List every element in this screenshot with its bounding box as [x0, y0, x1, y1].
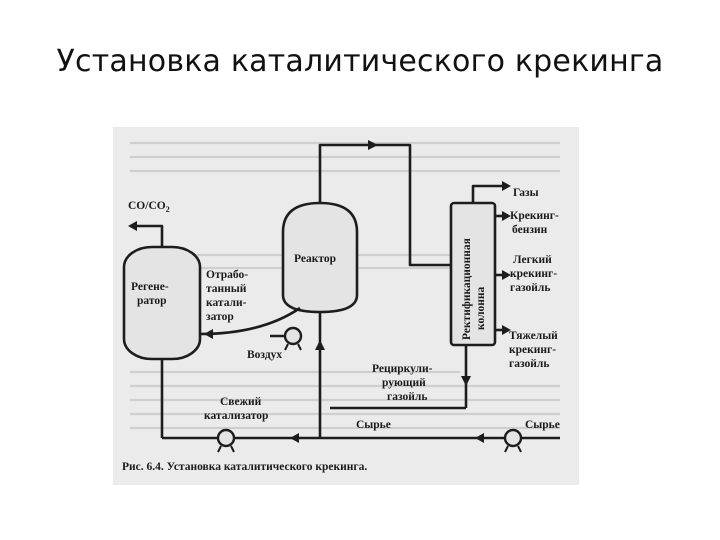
- label-spent-cat-4: затор: [206, 311, 234, 323]
- pump-feed: [503, 428, 523, 453]
- label-light-gasoil-1: Легкий: [513, 254, 552, 266]
- label-gases: Газы: [513, 187, 539, 199]
- label-spent-cat-3: катали-: [206, 297, 247, 309]
- label-gasoline-1: Крекинг-: [510, 210, 559, 222]
- label-fresh-cat-1: Свежий: [220, 396, 262, 408]
- label-spent-cat-1: Отрабо-: [206, 269, 248, 281]
- feed-left-arrow: [290, 433, 299, 443]
- label-light-gasoil-2: крекинг-: [510, 268, 557, 280]
- gases-arrow: [502, 181, 511, 191]
- pipes: [132, 143, 560, 440]
- riser-up-arrow: [315, 340, 325, 350]
- slide-title: Установка каталитического крекинга: [56, 44, 664, 79]
- pump-fresh-catalyst: [216, 428, 236, 453]
- gas-outlet-pipe: [471, 184, 507, 203]
- label-column-2: колонна: [475, 286, 487, 330]
- flow-arrows: [128, 140, 511, 443]
- recycle-down-arrow: [461, 376, 471, 386]
- figure-caption: Рис. 6.4. Установка каталитического крек…: [122, 461, 367, 473]
- label-light-gasoil-3: газойль: [510, 282, 550, 294]
- label-heavy-gasoil-3: газойль: [509, 358, 549, 370]
- label-regenerator-1: Регене-: [131, 281, 169, 293]
- heavy-gasoil-arrow: [502, 325, 511, 335]
- label-heavy-gasoil-2: крекинг-: [509, 344, 556, 356]
- label-flue-gas: CO/CO2: [128, 200, 170, 214]
- label-spent-cat-2: танный: [206, 283, 247, 295]
- gasoline-arrow: [502, 211, 511, 221]
- label-reactor: Реактор: [294, 253, 336, 265]
- feed-right-arrow: [475, 433, 484, 443]
- label-feed-left: Сырье: [356, 419, 391, 431]
- label-feed-right: Сырье: [525, 419, 560, 431]
- label-fresh-cat-2: катализатор: [204, 410, 268, 422]
- label-recycle-2: рующий: [382, 377, 426, 389]
- label-air: Воздух: [247, 349, 282, 361]
- fractionation-column: [449, 201, 497, 347]
- label-heavy-gasoil-1: Тяжелый: [509, 330, 558, 342]
- flue-gas-pipe: [132, 224, 164, 247]
- label-regenerator-2: ратор: [137, 295, 167, 307]
- reactor-top-arrow: [368, 140, 378, 150]
- label-column-1: Ректификационная: [461, 238, 473, 340]
- light-gasoil-arrow: [502, 270, 511, 280]
- label-gasoline-2: бензин: [512, 224, 548, 236]
- flue-gas-arrow: [128, 221, 137, 231]
- label-recycle-1: Рециркули-: [372, 363, 433, 375]
- reactor-vapor-pipe: [318, 143, 451, 267]
- spent-cat-arrow: [204, 329, 213, 339]
- label-recycle-3: газойль: [387, 391, 427, 403]
- pump-air: [283, 326, 303, 351]
